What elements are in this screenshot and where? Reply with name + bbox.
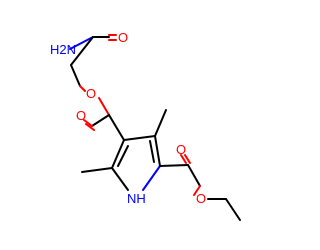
bond-c-ring-upper	[108, 114, 125, 141]
bond-ester-carbonyl-o-1	[83, 119, 93, 127]
bond-ethyl-ch3	[225, 198, 241, 221]
ring-bond-c3-c4	[123, 135, 156, 141]
ring-bond-c4-c5	[154, 135, 161, 167]
ring-bond-c5-n	[142, 165, 161, 191]
ring-bond-c3-c2-inner	[117, 145, 129, 167]
methyl-groups	[81, 109, 167, 173]
bond-o-ch2-red	[79, 85, 86, 92]
bond-n-c-amide	[69, 36, 94, 50]
upper-ester	[83, 97, 125, 141]
atom-label-amide-n: H2N	[50, 42, 76, 57]
bond-ch2-o	[70, 64, 81, 87]
bond-carbonyl-o-link	[187, 164, 201, 187]
bond-c5-carbonyl	[159, 164, 189, 167]
chemical-structure: H2N O O O NH O O	[50, 30, 241, 221]
atom-label-ethyl-ester-o-link: O	[196, 191, 206, 206]
ring-bond-c4-c5-inner	[149, 140, 155, 163]
atom-label-ester-o-link: O	[86, 86, 96, 101]
pyrrole-ring	[111, 135, 161, 191]
atom-label-ethyl-ester-o-carbonyl: O	[176, 142, 186, 157]
ethyl-ester	[159, 154, 241, 221]
bond-carbonyl-o-2	[184, 154, 191, 164]
bond-o-c-ester-link	[98, 97, 110, 116]
bond-ester-carbonyl-o-2	[85, 123, 95, 131]
bond-c-ch2	[70, 36, 94, 66]
methyl-c4	[154, 109, 167, 137]
bond-o-ethyl-red	[193, 185, 201, 196]
atom-label-amide-o: O	[118, 30, 128, 45]
amide-group	[69, 34, 117, 92]
bond-carbonyl-o-1	[180, 154, 187, 164]
methyl-c2	[81, 167, 113, 173]
ring-bond-c3-c2	[111, 139, 125, 169]
bond-ester-carbonyl	[91, 114, 110, 127]
ring-bond-c2-n	[111, 167, 129, 191]
atom-label-ester-o-carbonyl: O	[76, 108, 86, 123]
atom-label-ring-nh: NH	[127, 191, 146, 206]
